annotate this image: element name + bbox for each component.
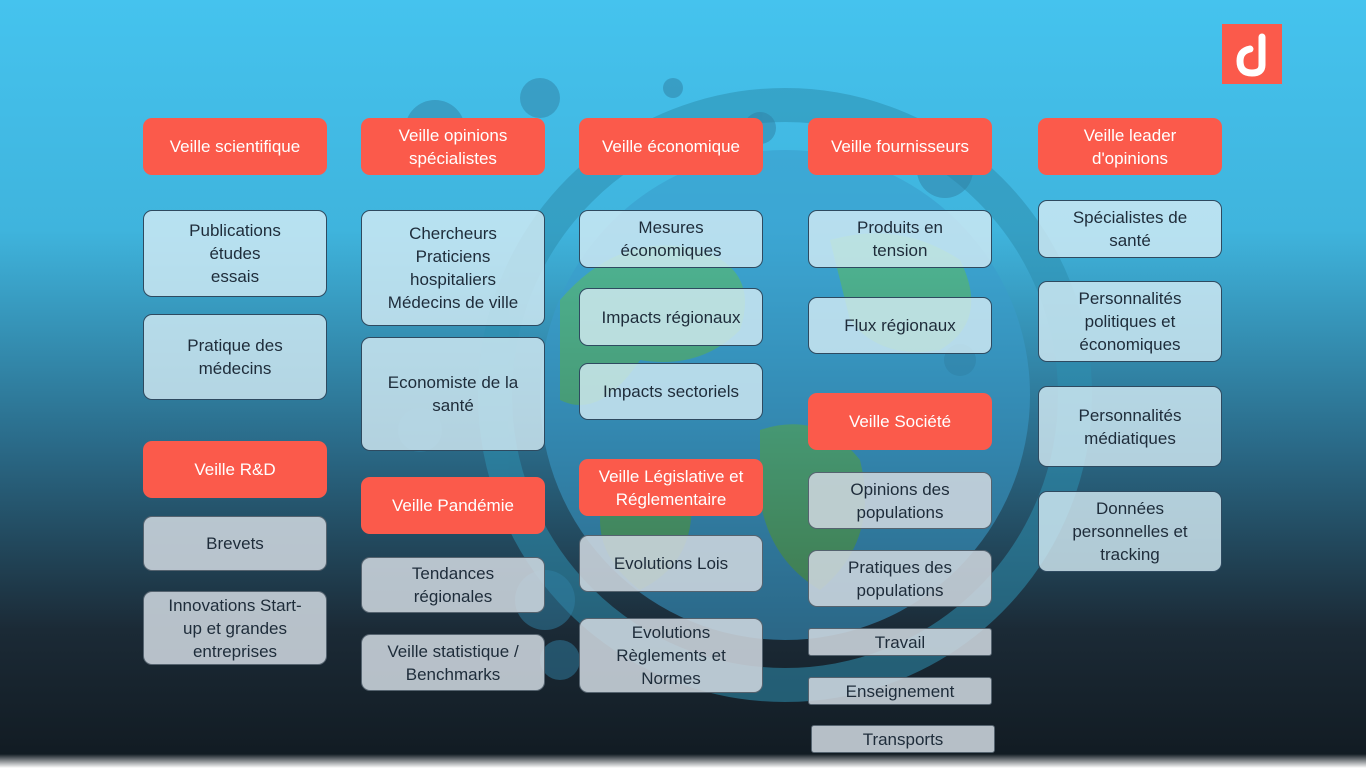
item-evolutions-lois[interactable]: Evolutions Lois	[579, 535, 763, 592]
item-specialistes-sante[interactable]: Spécialistes de santé	[1038, 200, 1222, 258]
item-impacts-sectoriels[interactable]: Impacts sectoriels	[579, 363, 763, 420]
item-brevets[interactable]: Brevets	[143, 516, 327, 571]
item-produits-en-tension[interactable]: Produits en tension	[808, 210, 992, 268]
item-transports[interactable]: Transports	[811, 725, 995, 753]
brand-logo[interactable]	[1222, 24, 1282, 84]
header-veille-scientifique[interactable]: Veille scientifique	[143, 118, 327, 175]
item-innovations[interactable]: Innovations Start- up et grandes entrepr…	[143, 591, 327, 665]
header-veille-pandemie[interactable]: Veille Pandémie	[361, 477, 545, 534]
bottom-fade	[0, 754, 1366, 768]
item-donnees-personnelles[interactable]: Données personnelles et tracking	[1038, 491, 1222, 572]
item-impacts-regionaux[interactable]: Impacts régionaux	[579, 288, 763, 346]
header-veille-economique[interactable]: Veille économique	[579, 118, 763, 175]
header-veille-leader-opinions[interactable]: Veille leader d'opinions	[1038, 118, 1222, 175]
item-enseignement[interactable]: Enseignement	[808, 677, 992, 705]
header-veille-societe[interactable]: Veille Société	[808, 393, 992, 450]
item-flux-regionaux[interactable]: Flux régionaux	[808, 297, 992, 354]
header-veille-legislative[interactable]: Veille Législative et Réglementaire	[579, 459, 763, 516]
item-travail[interactable]: Travail	[808, 628, 992, 656]
item-veille-statistique[interactable]: Veille statistique / Benchmarks	[361, 634, 545, 691]
item-evolutions-reglements[interactable]: Evolutions Règlements et Normes	[579, 618, 763, 693]
item-tendances-regionales[interactable]: Tendances régionales	[361, 557, 545, 613]
item-mesures-economiques[interactable]: Mesures économiques	[579, 210, 763, 268]
item-opinions-populations[interactable]: Opinions des populations	[808, 472, 992, 529]
item-publications[interactable]: Publications études essais	[143, 210, 327, 297]
header-veille-rd[interactable]: Veille R&D	[143, 441, 327, 498]
item-personnalites-mediatiques[interactable]: Personnalités médiatiques	[1038, 386, 1222, 467]
item-economiste[interactable]: Economiste de la santé	[361, 337, 545, 451]
header-veille-fournisseurs[interactable]: Veille fournisseurs	[808, 118, 992, 175]
item-pratique-medecins[interactable]: Pratique des médecins	[143, 314, 327, 400]
item-pratiques-populations[interactable]: Pratiques des populations	[808, 550, 992, 607]
brand-logo-icon	[1236, 33, 1266, 77]
item-chercheurs[interactable]: Chercheurs Praticiens hospitaliers Médec…	[361, 210, 545, 326]
item-personnalites-politiques[interactable]: Personnalités politiques et économiques	[1038, 281, 1222, 362]
header-veille-opinions-specialistes[interactable]: Veille opinions spécialistes	[361, 118, 545, 175]
